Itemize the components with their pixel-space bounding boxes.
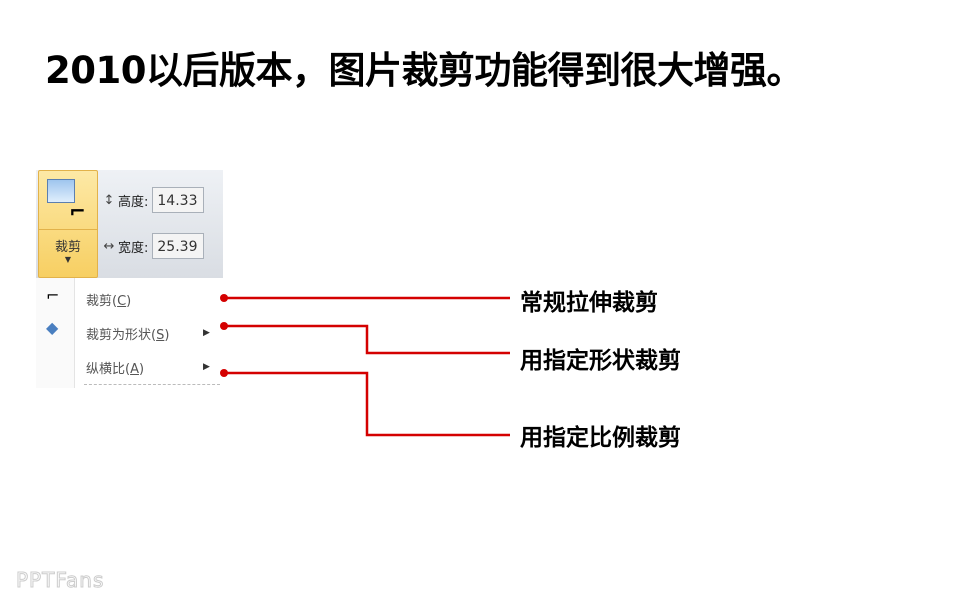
crop-icon: ⌐ (69, 199, 86, 223)
menu-item-crop[interactable]: 裁剪(C) (86, 294, 132, 309)
pptfans-logo: PPTFans (15, 568, 105, 593)
crop-button[interactable]: ⌐ 裁剪 ▼ (38, 170, 98, 278)
menu-divider (84, 384, 220, 385)
height-row: ↕ 高度: 14.33 (100, 187, 205, 213)
callout-dot-1 (220, 294, 228, 302)
menu-item-crop-to-shape[interactable]: 裁剪为形状(S) (86, 328, 170, 343)
submenu-arrow-icon: ▶ (203, 328, 210, 338)
width-input[interactable]: 25.39 (152, 233, 205, 259)
height-icon: ↕ (103, 192, 115, 208)
menu-item-aspect-ratio[interactable]: 纵横比(A) (86, 362, 145, 377)
picture-icon (47, 179, 75, 203)
crop-icon: ⌐ (46, 286, 60, 305)
width-row: ↔ 宽度: 25.39 (100, 233, 205, 259)
callout-line-3 (224, 371, 510, 437)
slide-title: 2010以后版本，图片裁剪功能得到很大增强。 (45, 49, 803, 92)
callout-dot-3 (220, 369, 228, 377)
callout-shape-crop: 用指定形状裁剪 (520, 348, 681, 374)
width-label: 宽度: (118, 240, 149, 256)
callout-ratio-crop: 用指定比例裁剪 (520, 425, 681, 451)
submenu-arrow-icon: ▶ (203, 362, 210, 372)
width-icon: ↔ (103, 238, 115, 254)
shape-icon: ◆ (46, 318, 59, 337)
crop-label: 裁剪 (54, 240, 81, 255)
callout-dot-2 (220, 322, 228, 330)
height-input[interactable]: 14.33 (152, 187, 205, 213)
height-label: 高度: (118, 194, 149, 210)
callout-normal-crop: 常规拉伸裁剪 (520, 290, 658, 316)
crop-dropdown-menu: ⌐ ◆ 裁剪(C) 裁剪为形状(S) ▶ 纵横比(A) ▶ (36, 278, 223, 388)
callout-line-2 (224, 324, 510, 355)
chevron-down-icon: ▼ (64, 255, 72, 264)
ribbon-size-group: ⌐ 裁剪 ▼ ↕ 高度: 14.33 ↔ 宽度: 25.39 (36, 170, 223, 278)
